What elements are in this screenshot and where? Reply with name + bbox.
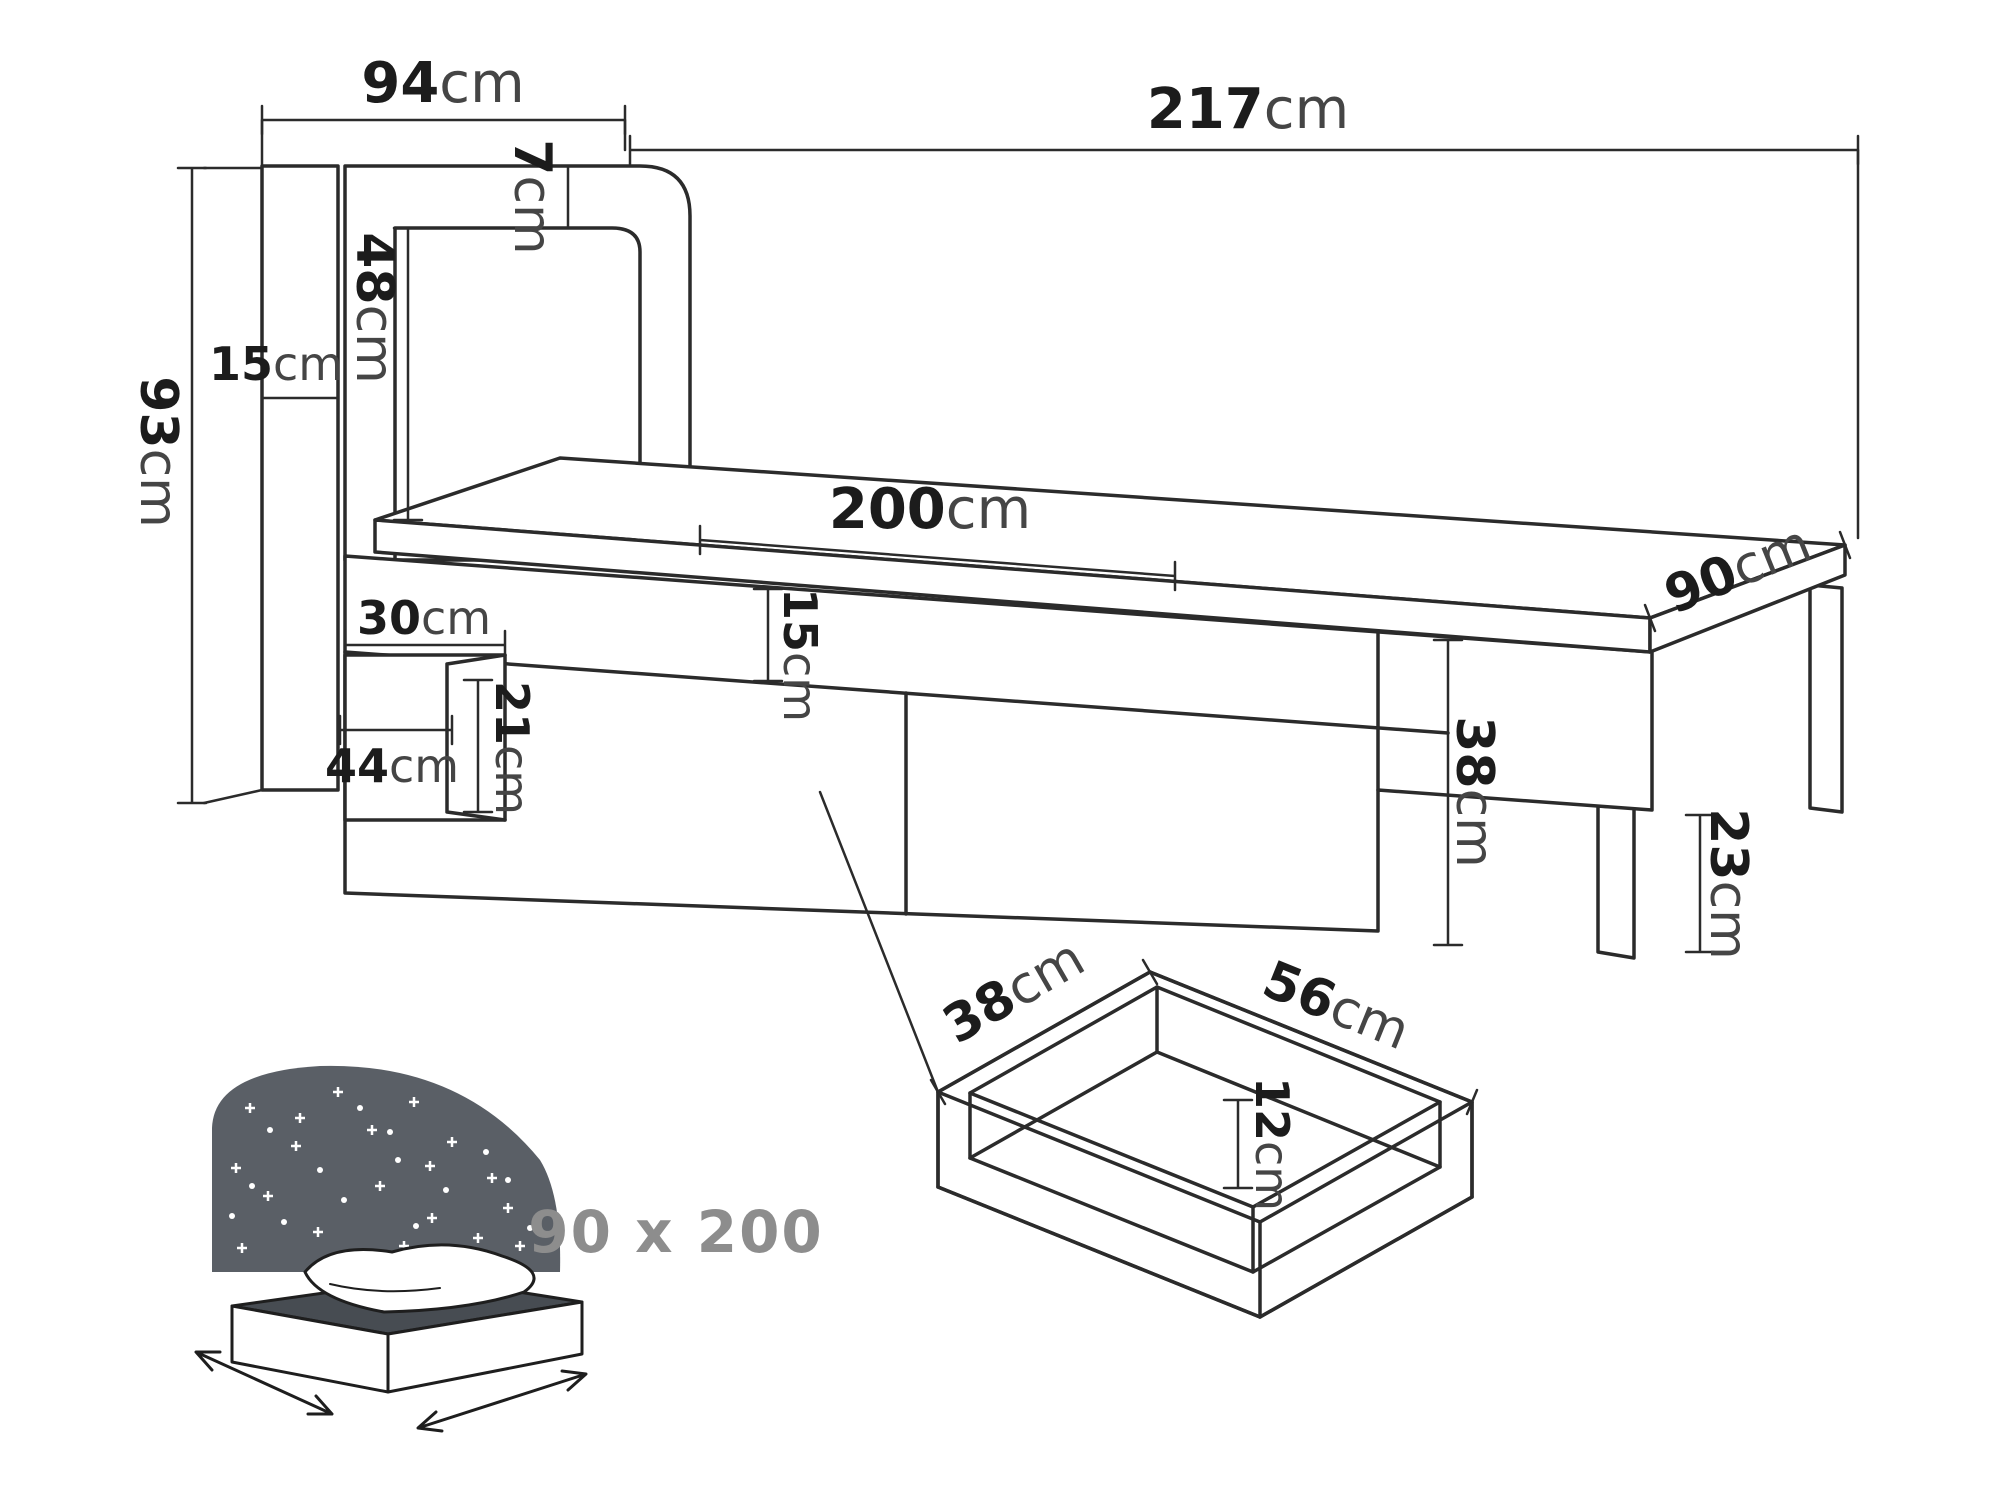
dim-value: 15 <box>773 587 827 652</box>
dim-label-drawer-length-56: 56cm <box>1254 950 1417 1062</box>
dim-value: 94 <box>361 51 440 116</box>
bed-icon <box>194 1065 588 1433</box>
drawer-detail-drawing <box>936 970 1474 1319</box>
dim-label-headboard-height-48: 48cm <box>344 232 404 384</box>
dim-value: 48 <box>344 232 404 305</box>
dim-unit: cm <box>502 175 562 255</box>
dim-unit: cm <box>388 739 460 793</box>
drawer-pointer-line <box>818 790 940 1094</box>
dim-label-leg-height-23: 23cm <box>1698 808 1758 960</box>
dim-unit: cm <box>1444 788 1504 868</box>
dim-value: 44 <box>324 739 389 793</box>
dim-unit: cm <box>439 51 525 116</box>
dim-value: 30 <box>356 591 421 645</box>
bed-drawing <box>260 164 1847 1094</box>
dim-unit: cm <box>773 651 827 723</box>
dim-label-frame-rim-15: 15cm <box>773 588 827 722</box>
icon-size-arrows <box>194 1350 588 1433</box>
dim-value: 200 <box>828 477 946 542</box>
dim-label-headboard-thickness-7: 7cm <box>502 139 562 254</box>
mattress-size-label: 90 x 200 <box>528 1198 824 1266</box>
dim-value: 15 <box>208 337 273 391</box>
dim-value: 21 <box>485 680 539 745</box>
dim-label-headboard-depth-94: 94cm <box>361 56 524 112</box>
dim-value: 23 <box>1698 808 1758 881</box>
dim-unit: cm <box>128 448 188 528</box>
dim-value: 38 <box>1444 716 1504 789</box>
dim-unit: cm <box>272 337 344 391</box>
dim-unit: cm <box>945 477 1032 542</box>
dim-unit: cm <box>1698 880 1758 960</box>
dim-value: 217 <box>1146 77 1264 142</box>
dim-label-bed-length-200: 200cm <box>829 482 1031 538</box>
dim-label-niche-width-44: 44cm <box>325 743 459 789</box>
dim-unit: cm <box>1263 77 1350 142</box>
dim-unit: cm <box>1245 1140 1299 1212</box>
dim-unit: cm <box>344 304 404 384</box>
dim-unit: cm <box>485 744 539 816</box>
dim-value: 12 <box>1245 1076 1299 1141</box>
dim-label-bed-width-90: 90cm <box>1656 514 1819 626</box>
dim-label-total-length-217: 217cm <box>1147 82 1349 138</box>
dim-unit: cm <box>420 591 492 645</box>
dim-value: 7 <box>502 139 562 176</box>
dim-label-panel-width-15: 15cm <box>209 341 343 387</box>
bed-legs <box>1596 583 1844 960</box>
icon-bed-body <box>230 1243 584 1394</box>
dim-label-niche-height-21: 21cm <box>485 681 539 815</box>
dim-label-niche-depth-30: 30cm <box>357 595 491 641</box>
dimension-lines <box>176 104 1860 1190</box>
dim-label-base-height-38: 38cm <box>1444 716 1504 868</box>
dim-label-overall-height-93: 93cm <box>128 376 188 528</box>
dim-value: 93 <box>128 376 188 449</box>
dim-label-drawer-height-12: 12cm <box>1245 1077 1299 1211</box>
side-panel <box>260 164 340 792</box>
dim-label-drawer-width-38: 38cm <box>933 928 1094 1056</box>
